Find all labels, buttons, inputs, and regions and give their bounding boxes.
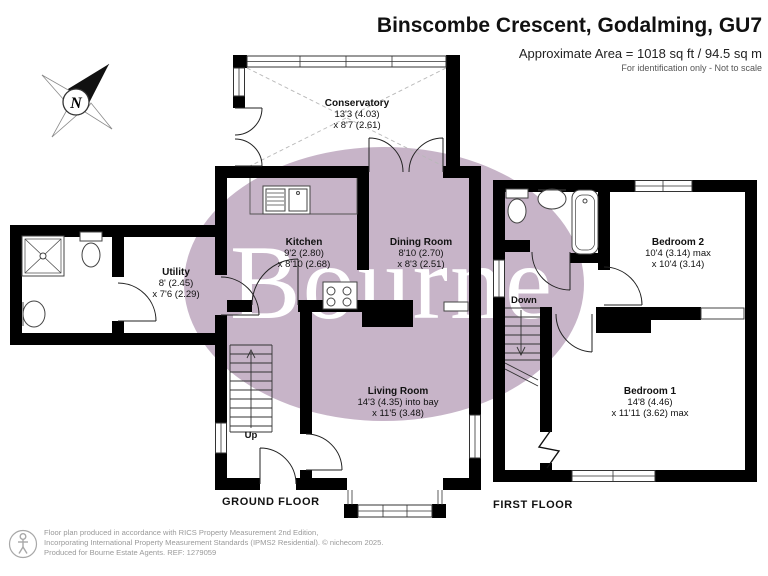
- bathroom-toilet: [505, 188, 529, 224]
- page-title: Binscombe Crescent, Godalming, GU7: [376, 14, 762, 37]
- room-dim: 9'2 (2.80): [284, 248, 324, 259]
- room-name: Conservatory: [324, 98, 390, 109]
- footer-line-1: Floor plan produced in accordance with R…: [44, 528, 319, 537]
- stairs-down: [504, 307, 540, 387]
- bathroom-basin: [537, 188, 567, 210]
- compass-rose-icon: N: [41, 63, 113, 138]
- room-dim: x 8'10 (2.68): [277, 259, 331, 270]
- kitchen-sink: [262, 185, 311, 215]
- room-label-utility: Utility 8' (2.45) x 7'6 (2.29): [152, 267, 199, 300]
- first-floor-label: FIRST FLOOR: [493, 499, 573, 511]
- room-dim: 8' (2.45): [158, 278, 194, 289]
- room-name: Utility: [162, 267, 190, 278]
- room-dim: x 11'11 (3.62) max: [611, 408, 689, 419]
- room-label-bedroom-1: Bedroom 1 14'8 (4.46) x 11'11 (3.62) max: [612, 386, 689, 419]
- kitchen-hob: [322, 281, 358, 310]
- conservatory-dashed-lines: [246, 67, 447, 167]
- approximate-area: Approximate Area = 1018 sq ft / 94.5 sq …: [518, 46, 762, 61]
- stairs-up: [229, 344, 273, 433]
- room-name: Kitchen: [285, 237, 323, 248]
- first-floor-walls: [493, 180, 757, 482]
- bathtub: [571, 189, 599, 255]
- room-dim: x 11'5 (3.48): [372, 408, 424, 419]
- wardrobe: [700, 307, 745, 320]
- room-dim: 13'3 (4.03): [334, 109, 380, 120]
- footer-line-3: Produced for Bourne Estate Agents. REF: …: [44, 548, 217, 557]
- footer-disclaimer: Floor plan produced in accordance with R…: [44, 528, 383, 558]
- door-swings: [117, 107, 643, 485]
- compass-north-label: N: [69, 95, 83, 112]
- ground-floor-label: GROUND FLOOR: [222, 496, 320, 508]
- shower-tray: [21, 235, 65, 277]
- room-dim: 14'8 (4.46): [627, 397, 673, 408]
- utility-toilet: [79, 231, 103, 268]
- stairs-up-label: Up: [244, 430, 258, 441]
- room-label-dining-room: Dining Room 8'10 (2.70) x 8'3 (2.51): [390, 237, 452, 270]
- radiator: [443, 301, 469, 312]
- room-label-bedroom-2: Bedroom 2 10'4 (3.14) max x 10'4 (3.14): [645, 237, 711, 270]
- windows: [215, 55, 693, 518]
- room-dim: 8'10 (2.70): [398, 248, 444, 259]
- footer-line-2: Incorporating International Property Mea…: [44, 538, 384, 547]
- room-label-conservatory: Conservatory 13'3 (4.03) x 8'7 (2.61): [325, 98, 389, 131]
- room-label-kitchen: Kitchen 9'2 (2.80) x 8'10 (2.68): [278, 237, 331, 270]
- disclaimer-text: For identification only - Not to scale: [621, 63, 762, 73]
- room-name: Dining Room: [389, 237, 453, 248]
- utility-basin: [22, 300, 46, 328]
- person-measurement-icon: [8, 529, 38, 559]
- room-name: Living Room: [367, 386, 429, 397]
- room-dim: 10'4 (3.14) max: [645, 248, 711, 259]
- room-dim: 14'3 (4.35) into bay: [357, 397, 439, 408]
- room-dim: x 7'6 (2.29): [152, 289, 200, 300]
- room-name: Bedroom 1: [623, 386, 677, 397]
- room-dim: x 8'7 (2.61): [333, 120, 381, 131]
- stairs-down-label: Down: [511, 295, 537, 306]
- room-dim: x 10'4 (3.14): [651, 259, 705, 270]
- room-dim: x 8'3 (2.51): [397, 259, 445, 270]
- room-label-living-room: Living Room 14'3 (4.35) into bay x 11'5 …: [357, 386, 438, 419]
- room-name: Bedroom 2: [651, 237, 705, 248]
